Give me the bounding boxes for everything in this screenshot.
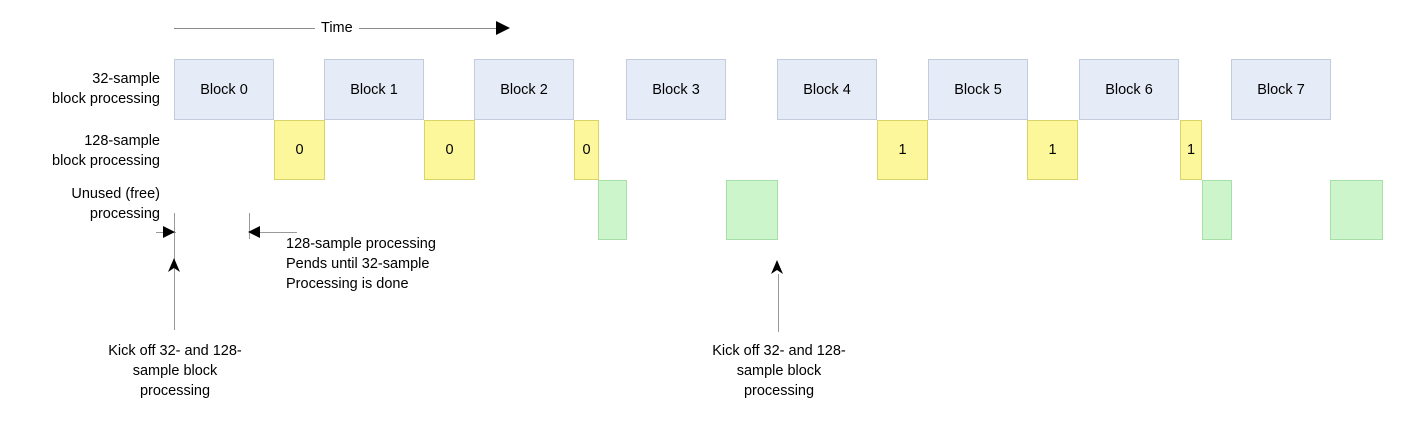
block-128-3[interactable]: 1 xyxy=(877,120,928,180)
kickoff-right-arrow-icon xyxy=(771,260,783,274)
kickoff-left-arrow-icon xyxy=(168,258,180,272)
time-arrow-icon xyxy=(496,21,510,35)
dimension-arrow-right-icon xyxy=(163,226,175,238)
kickoff-left-extension-line xyxy=(174,213,175,330)
block-free-2[interactable] xyxy=(1202,180,1232,240)
row-label-32-sample: 32-sample block processing xyxy=(52,71,160,107)
row-label-128-sample: 128-sample block processing xyxy=(52,133,160,169)
block-32-7[interactable]: Block 7 xyxy=(1231,59,1331,120)
pend-note: 128-sample processing Pends until 32-sam… xyxy=(286,236,436,292)
pend-extension-line xyxy=(249,213,250,239)
block-free-1[interactable] xyxy=(726,180,778,240)
block-128-1[interactable]: 0 xyxy=(424,120,475,180)
block-32-6[interactable]: Block 6 xyxy=(1079,59,1179,120)
block-128-4[interactable]: 1 xyxy=(1027,120,1078,180)
block-128-5[interactable]: 1 xyxy=(1180,120,1202,180)
dimension-arrow-left-icon xyxy=(248,226,260,238)
block-32-4[interactable]: Block 4 xyxy=(777,59,877,120)
block-128-0[interactable]: 0 xyxy=(274,120,325,180)
kickoff-right-extension-line xyxy=(778,274,779,332)
time-axis-label: Time xyxy=(315,20,359,36)
block-32-1[interactable]: Block 1 xyxy=(324,59,424,120)
dimension-leader-right xyxy=(250,232,297,233)
block-32-3[interactable]: Block 3 xyxy=(626,59,726,120)
block-free-3[interactable] xyxy=(1330,180,1383,240)
kickoff-left-note: Kick off 32- and 128- sample block proce… xyxy=(108,343,242,399)
block-32-5[interactable]: Block 5 xyxy=(928,59,1028,120)
block-free-0[interactable] xyxy=(598,180,627,240)
block-32-2[interactable]: Block 2 xyxy=(474,59,574,120)
block-128-2[interactable]: 0 xyxy=(574,120,599,180)
kickoff-right-note: Kick off 32- and 128- sample block proce… xyxy=(712,343,846,399)
row-label-unused-free: Unused (free) processing xyxy=(71,186,160,222)
block-32-0[interactable]: Block 0 xyxy=(174,59,274,120)
